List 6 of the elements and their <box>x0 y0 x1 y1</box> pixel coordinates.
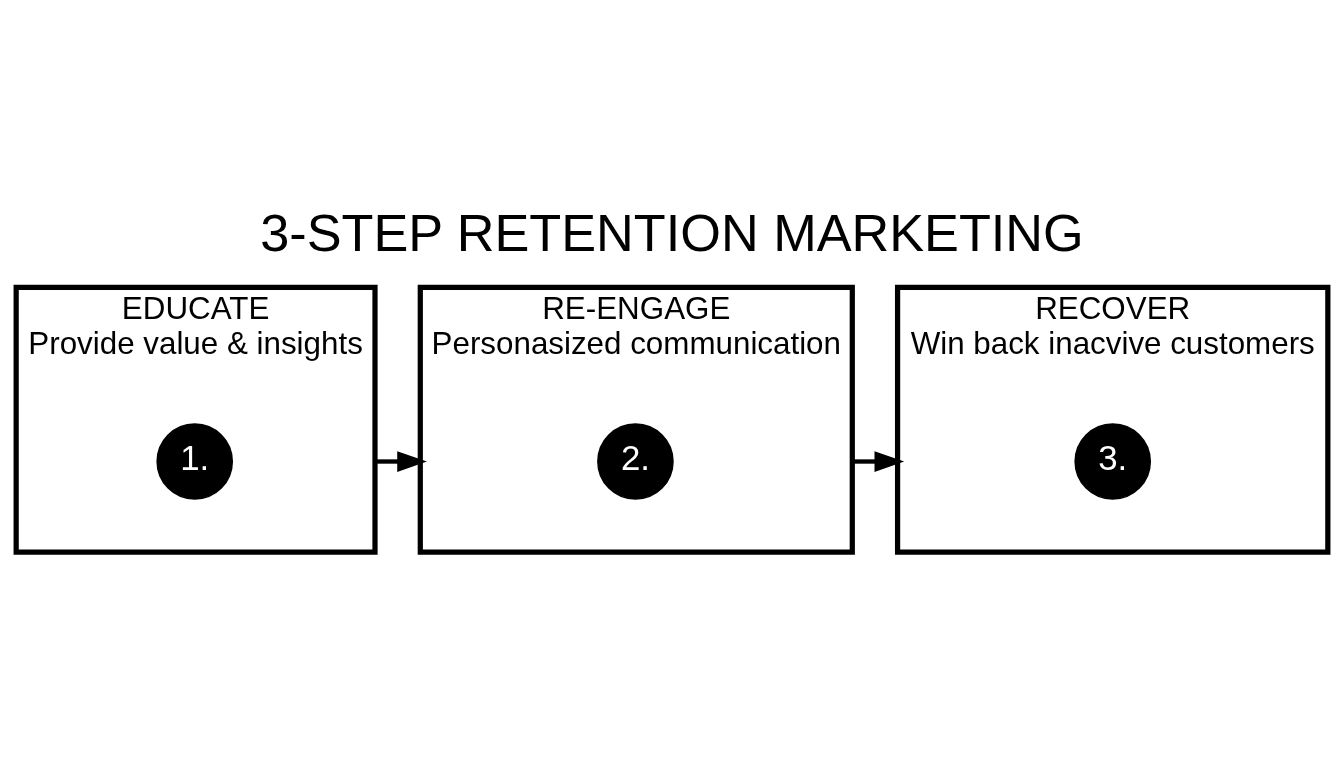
diagram-title: 3-STEP RETENTION MARKETING <box>260 203 1084 262</box>
node-circle: 3. <box>1074 423 1152 500</box>
node-circle: 1. <box>156 423 234 500</box>
arrow <box>852 451 905 472</box>
arrow <box>375 451 427 472</box>
node-circle: 2. <box>597 423 674 500</box>
